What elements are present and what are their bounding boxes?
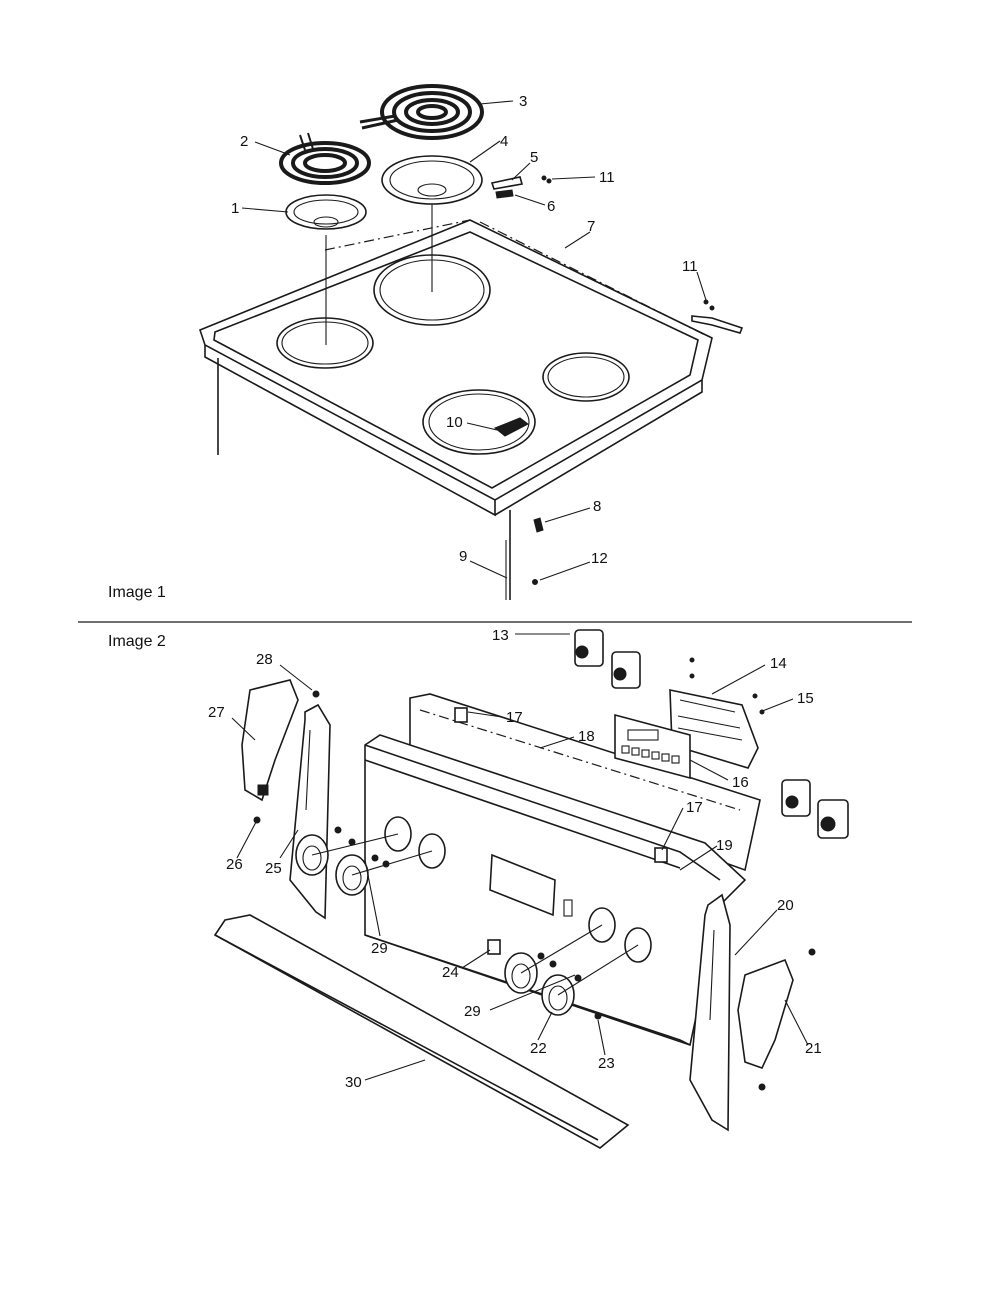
callout-15: 15 — [797, 690, 814, 707]
callout-21: 21 — [805, 1040, 822, 1057]
callout-20: 20 — [777, 897, 794, 914]
trim-strip — [213, 914, 630, 1149]
callout-18: 18 — [578, 728, 595, 745]
callout-5: 5 — [530, 149, 538, 166]
small-hardware — [532, 517, 544, 585]
callout-25: 25 — [265, 860, 282, 877]
screws — [253, 690, 816, 1091]
callouts-image1: 1 2 3 4 5 6 7 8 9 10 11 11 12 — [231, 93, 698, 567]
control-panel — [364, 734, 747, 1047]
caption-image-1: Image 1 — [108, 584, 166, 601]
caption-image-2: Image 2 — [108, 633, 166, 650]
callout-10: 10 — [446, 414, 463, 431]
callout-11: 11 — [599, 169, 615, 186]
callout-14: 14 — [770, 655, 787, 672]
callout-29b: 29 — [464, 1003, 481, 1020]
clock-control — [669, 657, 765, 769]
callout-19: 19 — [716, 837, 733, 854]
left-end-bracket — [289, 703, 331, 920]
knob-axis-lines — [311, 833, 639, 996]
backguard-rear-panel — [409, 693, 761, 872]
clock-overlay — [614, 713, 691, 780]
large-coil-element — [359, 84, 484, 140]
callout-12: 12 — [591, 550, 608, 567]
callout-29: 29 — [371, 940, 388, 957]
callout-11b: 11 — [682, 258, 698, 275]
callout-24: 24 — [442, 964, 459, 981]
right-end-cap — [737, 958, 794, 1069]
callout-4: 4 — [500, 133, 508, 150]
callout-30: 30 — [345, 1074, 362, 1091]
callout-28: 28 — [256, 651, 273, 668]
indicator-lamps — [454, 707, 668, 955]
callout-16: 16 — [732, 774, 749, 791]
small-coil-element — [279, 132, 371, 185]
callout-26: 26 — [226, 856, 243, 873]
receptacle-parts — [490, 175, 744, 334]
callouts-image2: 13 14 15 16 17 17 18 19 20 21 22 23 24 2… — [208, 627, 822, 1091]
callout-1: 1 — [231, 200, 239, 217]
leaders-image2 — [231, 633, 809, 1081]
callout-9: 9 — [459, 548, 467, 565]
left-end-cap — [241, 679, 299, 802]
right-end-bracket — [689, 893, 731, 1132]
leaders-image1 — [241, 100, 707, 581]
callout-17: 17 — [506, 709, 523, 726]
callout-6: 6 — [547, 198, 555, 215]
callout-2: 2 — [240, 133, 248, 150]
callout-3: 3 — [519, 93, 527, 110]
callout-22: 22 — [530, 1040, 547, 1057]
callout-23: 23 — [598, 1055, 615, 1072]
callout-7: 7 — [587, 218, 595, 235]
small-drip-pan — [285, 194, 367, 230]
infinite-switches — [574, 629, 849, 839]
callout-13: 13 — [492, 627, 509, 644]
callout-8: 8 — [593, 498, 601, 515]
callout-27: 27 — [208, 704, 225, 721]
large-drip-pan — [381, 155, 483, 205]
callout-17b: 17 — [686, 799, 703, 816]
cooktop-assembly — [199, 194, 713, 600]
